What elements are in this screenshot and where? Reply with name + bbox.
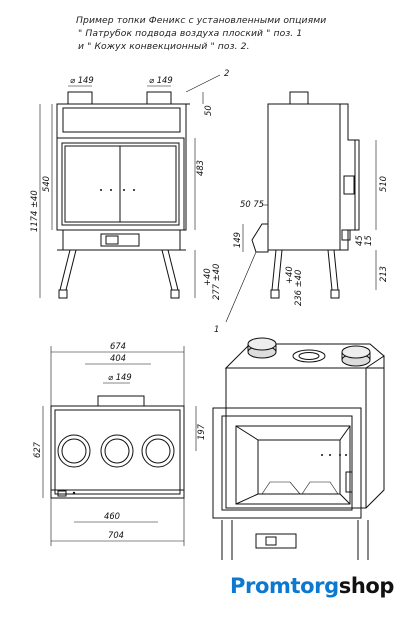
front-dim-legs: 277 ±40 [211,264,221,300]
front-dim-total: 1174 ±40 [29,190,39,232]
front-dim-483: 483 [195,160,205,176]
caption-line-1: Пример топки Феникс с установленными опц… [76,15,327,26]
brand-logo[interactable]: Promtorgshop [230,574,394,598]
top-pipe-2 [100,434,134,468]
top-body [50,405,185,499]
air-inlet-fitting [251,223,269,253]
side-dim-149: 149 [232,232,242,248]
front-view [39,74,221,299]
iso-front-casing [225,367,367,509]
callout-1: 1 [214,324,219,334]
iso-door-glass [235,425,351,505]
top-dim-460: 460 [104,511,120,521]
front-pipe-left [67,91,93,105]
caption-line-3: и " Кожух конвекционный " поз. 2. [78,41,250,52]
side-dim-legs-b: +40 [284,266,294,284]
iso-door-frame [212,407,362,519]
top-dim-197: 197 [196,423,206,440]
top-pipe-3 [141,434,175,468]
front-dim-legs-b: +40 [202,268,212,286]
top-dim-704: 704 [108,530,124,540]
top-dim-627: 627 [32,441,42,458]
top-dim-404: 404 [110,353,126,363]
side-dim-45: 45 [354,235,364,246]
front-ash-door [100,233,140,247]
brand-logo-part2: shop [338,574,395,598]
front-dim-540: 540 [41,176,51,192]
brand-logo-part1: Promtorg [230,574,339,598]
front-pipe-left-dim: ⌀ 149 [70,75,94,85]
side-dim-15: 15 [363,235,373,246]
callout-2: 2 [224,68,229,78]
top-dim-674: 674 [110,341,126,351]
iso-pipe-open [292,349,326,363]
side-dim-213: 213 [378,266,388,282]
front-dim-50: 50 [203,105,213,116]
side-door-handle [354,139,360,231]
side-dim-legs: 236 ±40 [293,270,303,306]
side-casing [267,103,341,251]
caption-line-2: " Патрубок подвода воздуха плоский " поз… [78,28,303,39]
front-casing [56,103,187,231]
top-view [42,346,197,546]
front-pipe-right-dim: ⌀ 149 [149,75,173,85]
isometric-view [212,337,385,560]
top-pipe-dim: ⌀ 149 [108,372,132,382]
side-dim-50-75: 50 75 [240,199,264,209]
top-air-inlet [97,395,145,407]
side-view [225,91,377,323]
side-dim-510: 510 [378,176,388,192]
top-pipe-1 [57,434,91,468]
side-pipe [289,91,309,105]
front-pipe-right [146,91,172,105]
